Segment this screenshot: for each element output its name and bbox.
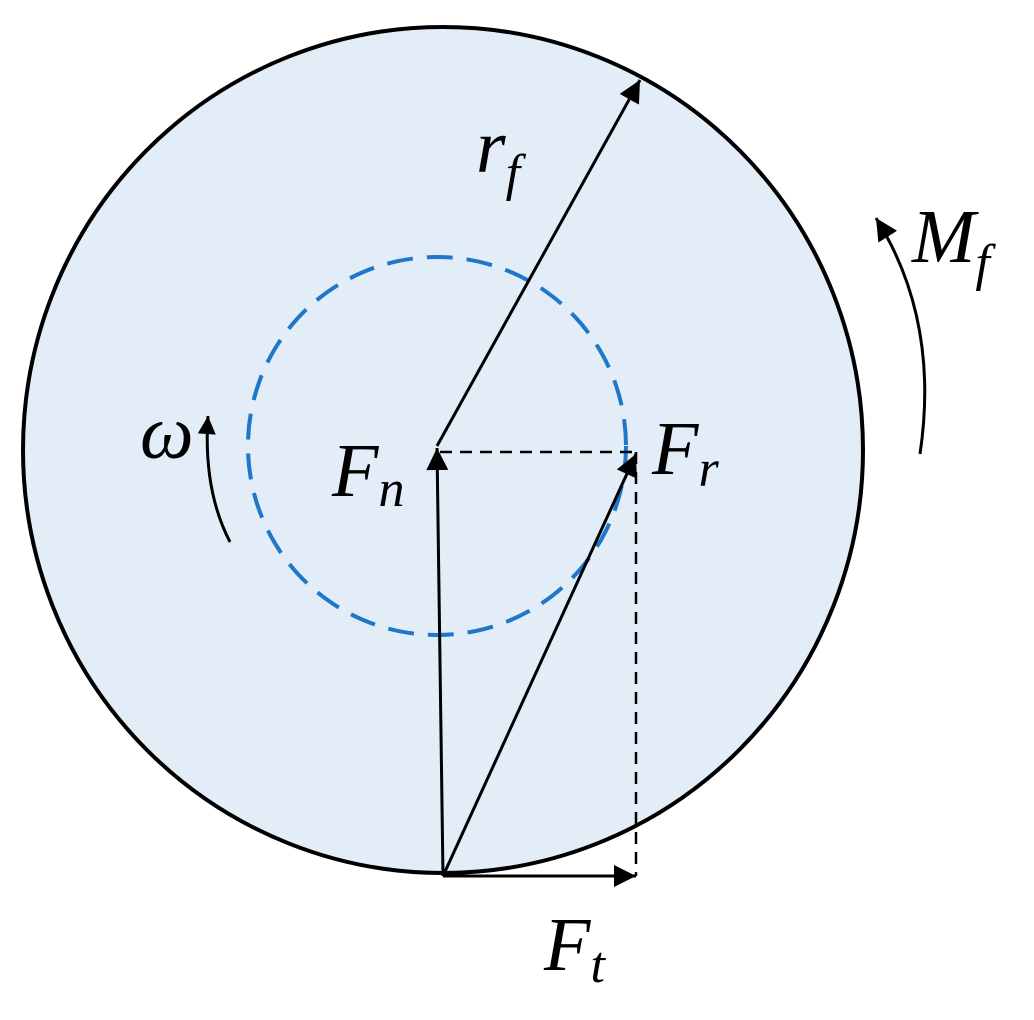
inner-dashed-circle	[246, 255, 628, 637]
radius-arrow	[435, 79, 642, 447]
moment-rotation-arrow	[874, 217, 927, 455]
radial-force-label: Fr	[651, 407, 719, 498]
omega-rotation-arrow	[197, 415, 232, 543]
radial-force-arrow	[441, 453, 638, 877]
moment-label: Mf	[911, 195, 996, 292]
normal-force-label: Fn	[331, 429, 404, 518]
omega-label: ω	[140, 391, 194, 475]
normal-force-arrow	[426, 447, 449, 877]
tangential-force-label: Ft	[543, 903, 606, 994]
